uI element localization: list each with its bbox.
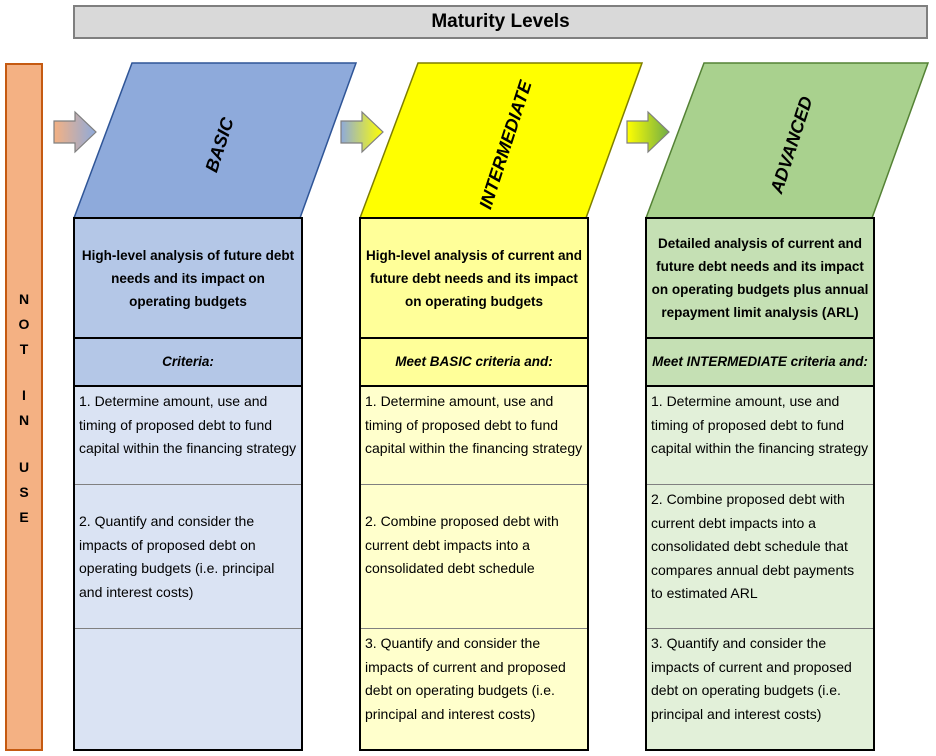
not-in-use-letter: T — [19, 341, 29, 357]
intermediate-description: High-level analysis of current and futur… — [361, 219, 587, 337]
advanced-criteria-header: Meet INTERMEDIATE criteria and: — [647, 337, 873, 387]
intermediate-criteria-item: 3. Quantify and consider the impacts of … — [361, 628, 587, 749]
not-in-use-letter: S — [19, 484, 29, 500]
basic-criteria-header: Criteria: — [75, 337, 301, 387]
not-in-use-letter: N — [18, 412, 30, 428]
advanced-criteria-item: 1. Determine amount, use and timing of p… — [651, 393, 869, 456]
arrow-right-icon — [53, 110, 97, 154]
basic-criteria-item: 2. Quantify and consider the impacts of … — [75, 484, 301, 628]
not-in-use-letter: N — [18, 291, 30, 307]
not-in-use-letter: U — [18, 459, 30, 475]
not-in-use-column: N O T I N U S E — [5, 63, 43, 751]
advanced-column: Detailed analysis of current and future … — [645, 217, 875, 751]
basic-description: High-level analysis of future debt needs… — [75, 219, 301, 337]
intermediate-criteria-item: 1. Determine amount, use and timing of p… — [365, 393, 583, 456]
basic-criteria-item-empty — [75, 628, 301, 749]
banner-title: Maturity Levels — [431, 11, 570, 32]
intermediate-criteria-item: 2. Combine proposed debt with current de… — [361, 484, 587, 628]
basic-column: High-level analysis of future debt needs… — [73, 217, 303, 751]
basic-criteria-item: 1. Determine amount, use and timing of p… — [79, 393, 297, 456]
not-in-use-letter: E — [19, 509, 29, 525]
arrow-right-icon — [626, 110, 670, 154]
intermediate-criteria-header: Meet BASIC criteria and: — [361, 337, 587, 387]
maturity-levels-banner: Maturity Levels — [73, 5, 928, 39]
advanced-criteria-item: 3. Quantify and consider the impacts of … — [647, 628, 873, 749]
arrow-right-icon — [340, 110, 384, 154]
advanced-criteria-item: 2. Combine proposed debt with current de… — [647, 484, 873, 628]
intermediate-column: High-level analysis of current and futur… — [359, 217, 589, 751]
advanced-description: Detailed analysis of current and future … — [647, 219, 873, 337]
not-in-use-letter: I — [22, 387, 26, 403]
not-in-use-letter: O — [18, 316, 30, 332]
